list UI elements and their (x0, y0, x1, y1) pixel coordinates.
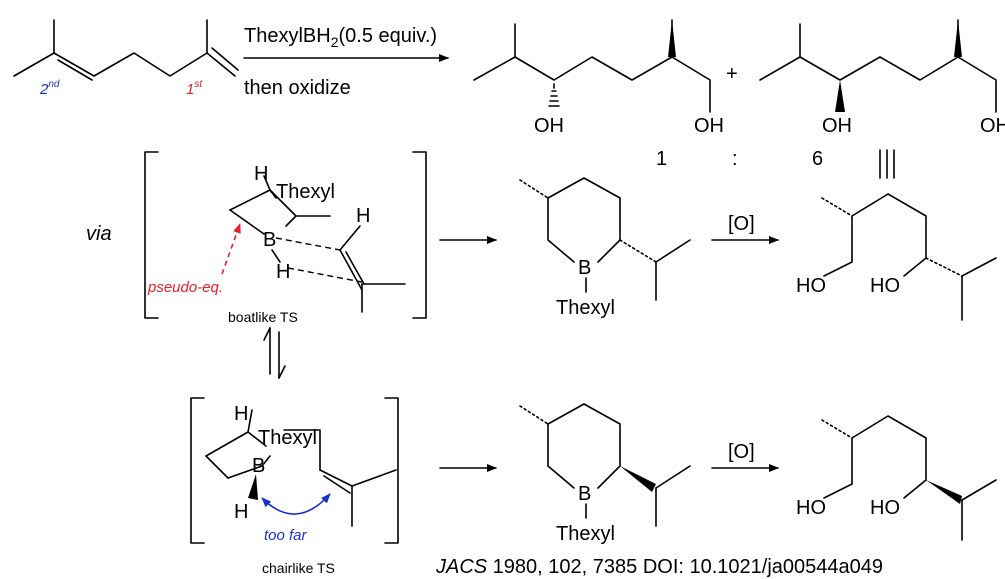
oxidant-lower: [O] (728, 441, 755, 463)
plus-sign: + (726, 63, 738, 85)
oxidation-upper: [O] (711, 213, 779, 244)
boatlike-ts: H Thexyl B H H pseudo-eq. boatlike TS (144, 151, 427, 325)
chair-caption: chairlike TS (262, 560, 335, 576)
minor-oh-secondary: OH (534, 115, 564, 137)
upper-boron: B (578, 257, 591, 279)
equivalence-symbol (879, 149, 895, 179)
equilibrium-arrows (263, 327, 286, 379)
product-minor-diol: OH OH (473, 19, 724, 137)
label-1st-alkene: 1st (186, 79, 203, 98)
boat-caption: boatlike TS (228, 309, 298, 325)
upper-ho-left: HO (796, 275, 826, 297)
minor-oh-primary: OH (694, 115, 724, 137)
boat-h-top: H (254, 163, 268, 185)
ratio-minor: 1 (656, 148, 667, 170)
product-major-diol: OH OH (759, 19, 1005, 137)
boat-boron: B (263, 229, 276, 251)
diol-upper: HO HO (796, 193, 997, 321)
reagent-line-1: ThexylBH2(0.5 equiv.) (244, 25, 437, 50)
chairlike-ts: H Thexyl B H too far chairlike TS (190, 397, 399, 576)
via-label: via (86, 223, 112, 245)
starting-diene: 2nd 1st (13, 19, 239, 98)
oxidant-upper: [O] (728, 213, 755, 235)
chair-h-bottom: H (234, 501, 248, 523)
boat-h-bottom: H (276, 261, 290, 283)
pseudo-eq-label: pseudo-eq. (147, 279, 223, 296)
upper-thexyl: Thexyl (556, 297, 615, 319)
lower-ho-left: HO (796, 497, 826, 519)
too-far-label: too far (264, 527, 308, 544)
lower-boron: B (578, 483, 591, 505)
boat-h-right: H (356, 205, 370, 227)
chair-thexyl: Thexyl (258, 427, 317, 449)
boracycle-upper: B Thexyl (519, 177, 691, 319)
chair-boron: B (252, 455, 265, 477)
ratio-major: 6 (812, 148, 823, 170)
lower-thexyl: Thexyl (556, 523, 615, 545)
major-oh-secondary: OH (822, 115, 852, 137)
oxidation-lower: [O] (711, 441, 779, 472)
lower-ho-right: HO (870, 497, 900, 519)
diol-lower: HO HO (796, 415, 997, 541)
major-oh-primary: OH (980, 115, 1005, 137)
boat-thexyl: Thexyl (276, 181, 335, 203)
citation: JACS 1980, 102, 7385 DOI: 10.1021/ja0054… (435, 556, 883, 578)
reagent-line-2: then oxidize (244, 77, 351, 99)
label-2nd-alkene: 2nd (39, 79, 60, 98)
boracycle-lower: B Thexyl (519, 403, 691, 545)
chair-h-top: H (234, 403, 248, 425)
upper-ho-right: HO (870, 275, 900, 297)
reagent-arrow: ThexylBH2(0.5 equiv.) then oxidize (243, 25, 449, 99)
ratio-colon: : (732, 148, 738, 170)
